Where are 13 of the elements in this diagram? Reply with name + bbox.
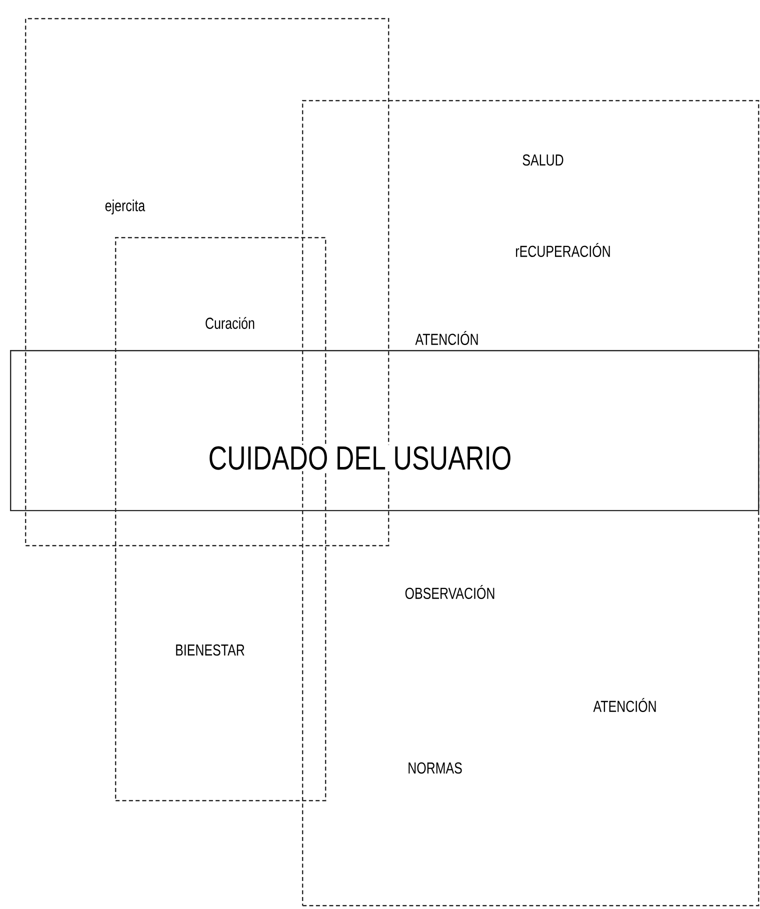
- box-label: BIENESTAR: [174, 643, 246, 657]
- band-box: [10, 350, 760, 512]
- box-label: NORMAS: [406, 761, 464, 775]
- band-label: CUIDADO DEL USUARIO: [206, 444, 514, 472]
- dashed-box: [25, 18, 390, 546]
- dashed-box: [115, 237, 326, 802]
- box-label: OBSERVACIÓN: [403, 584, 497, 600]
- box-label: ATENCIÓN: [414, 330, 480, 346]
- box-label: Curación: [204, 316, 256, 330]
- box-label: rECUPERACIÓN: [514, 242, 612, 258]
- box-label: SALUD: [520, 153, 566, 167]
- box-label: ATENCIÓN: [592, 696, 658, 714]
- box-label: ejercita: [104, 198, 146, 216]
